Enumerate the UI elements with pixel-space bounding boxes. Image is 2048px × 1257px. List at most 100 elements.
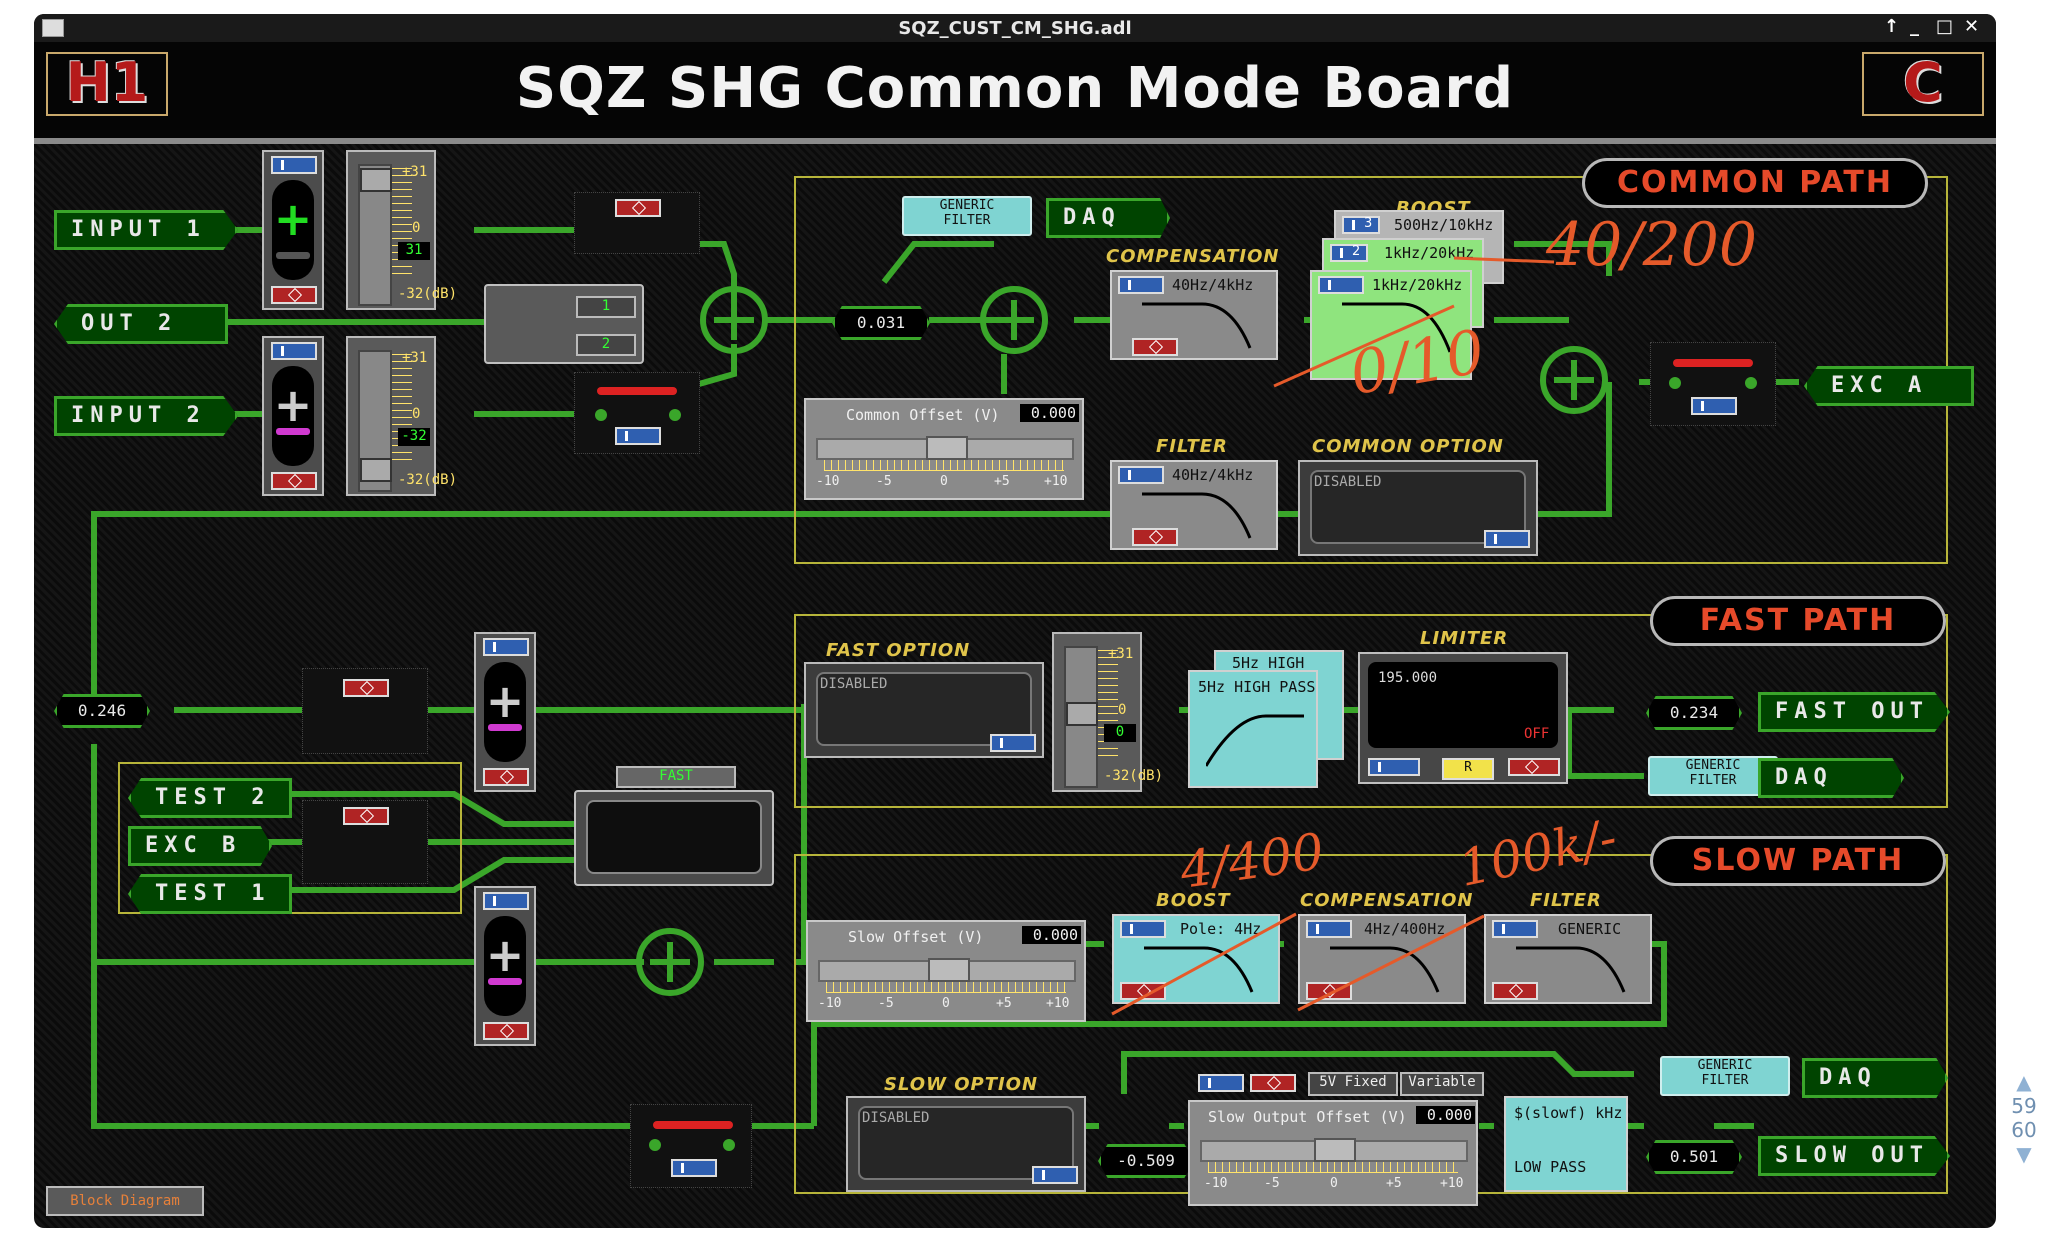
input2-minus-button[interactable] (271, 472, 317, 490)
fast-gain-slider[interactable]: +31 0 0 -32(dB) (1052, 632, 1163, 792)
input2-switch-button[interactable] (615, 427, 661, 445)
exc-a-toggle[interactable] (1691, 397, 1737, 415)
slow-output-toggle[interactable] (1198, 1074, 1244, 1092)
slow-lowpass-freq: $(slowf) kHz (1514, 1104, 1623, 1122)
slow-plus-button[interactable] (483, 892, 529, 910)
input2-switch (574, 372, 700, 454)
out2-port[interactable]: OUT 2 (54, 304, 228, 344)
fast-polarity-control[interactable]: + (474, 632, 536, 792)
input1-plus-button[interactable] (271, 156, 317, 174)
raise-button[interactable]: ↑ (1884, 16, 1900, 37)
minimize-button[interactable]: _ (1910, 16, 1919, 37)
test1-port[interactable]: TEST 1 (128, 874, 292, 914)
common-filter[interactable]: 40Hz/4kHz (1110, 460, 1278, 550)
slow-option-toggle[interactable] (1032, 1166, 1078, 1184)
fast-plus-button[interactable] (483, 638, 529, 656)
limiter-reset-button[interactable]: R (1442, 758, 1494, 780)
mux-input-1[interactable]: 1 (576, 296, 636, 318)
fast-daq-port[interactable]: DAQ (1758, 758, 1904, 798)
input1-switch-button[interactable] (615, 199, 661, 217)
corner-logo[interactable]: C (1862, 52, 1984, 116)
input2-gain-slider[interactable]: +31 0 -32 -32(dB) (346, 336, 457, 496)
block-diagram-button[interactable]: Block Diagram (46, 1186, 204, 1216)
input2-slider-knob[interactable] (360, 458, 392, 482)
fast-input-switch-button[interactable] (343, 679, 389, 697)
fast-option[interactable]: DISABLED (804, 662, 1044, 758)
slow-minus-button[interactable] (483, 1022, 529, 1040)
slow-filter-hold[interactable] (1492, 982, 1538, 1000)
input1-slider-knob[interactable] (360, 168, 392, 192)
compensation-toggle[interactable] (1118, 276, 1164, 294)
fixed-5v-button[interactable]: 5V Fixed (1308, 1072, 1398, 1096)
slow-offset-value[interactable]: 0.000 (1022, 926, 1081, 944)
fast-mux-label[interactable]: FAST (616, 766, 736, 788)
slow-filter-toggle[interactable] (1492, 920, 1538, 938)
input2-plus-button[interactable] (271, 342, 317, 360)
slow-comp-toggle[interactable] (1306, 920, 1352, 938)
exc-b-port[interactable]: EXC B (128, 826, 272, 866)
input1-gain-control[interactable]: + (262, 150, 324, 310)
slow-option[interactable]: DISABLED (846, 1096, 1086, 1192)
fast-slider-knob[interactable] (1066, 702, 1098, 726)
common-compensation-filter[interactable]: 40Hz/4kHz (1110, 270, 1278, 360)
slow-boost-hold[interactable] (1120, 982, 1166, 1000)
slow-generic-filter[interactable]: GENERIC FILTER (1660, 1056, 1790, 1096)
slow-boost-toggle[interactable] (1120, 920, 1166, 938)
slow-daq-port[interactable]: DAQ (1802, 1058, 1948, 1098)
fast-option-toggle[interactable] (990, 734, 1036, 752)
slow-lowpass[interactable]: $(slowf) kHz LOW PASS (1504, 1096, 1628, 1192)
common-option[interactable]: DISABLED (1298, 460, 1538, 556)
slow-output-hold[interactable] (1250, 1074, 1296, 1092)
slow-filter[interactable]: GENERIC (1484, 914, 1652, 1004)
input2-port[interactable]: INPUT 2 (54, 396, 238, 436)
variable-button[interactable]: Variable (1400, 1072, 1484, 1096)
slow-polarity-control[interactable]: + (474, 886, 536, 1046)
slow-out-port[interactable]: SLOW OUT (1758, 1136, 1950, 1176)
boost-2-value: 1kHz/20kHz (1384, 244, 1475, 262)
common-daq-port[interactable]: DAQ (1046, 198, 1170, 238)
common-generic-filter[interactable]: GENERIC FILTER (902, 196, 1032, 236)
fast-minus-button[interactable] (483, 768, 529, 786)
slow-comp-hold[interactable] (1306, 982, 1352, 1000)
slow-offset-slider[interactable]: Slow Offset (V) 0.000 -10-5 0+5+10 (806, 920, 1086, 1022)
scroll-up-icon[interactable]: ▲ (2016, 1070, 2032, 1094)
limiter-hold[interactable] (1508, 758, 1560, 776)
mux-input-2[interactable]: 2 (576, 334, 636, 356)
filter-hold[interactable] (1132, 528, 1178, 546)
slow-output-offset-slider[interactable]: Slow Output Offset (V) 0.000 -10-5 0+5+1… (1188, 1100, 1478, 1206)
common-option-toggle[interactable] (1484, 530, 1530, 548)
slow-node-value: -0.509 (1098, 1144, 1194, 1178)
slow-boost-filter[interactable]: Pole: 4Hz (1112, 914, 1280, 1004)
slow-compensation-filter[interactable]: 4Hz/400Hz (1298, 914, 1466, 1004)
slow-switch-toggle[interactable] (671, 1159, 717, 1177)
slow-output-offset-value[interactable]: 0.000 (1416, 1106, 1475, 1124)
maximize-button[interactable]: □ (1936, 16, 1954, 37)
input1-gain-slider[interactable]: +31 0 31 -32(dB) (346, 150, 457, 310)
boost-filter-1[interactable]: 1kHz/20kHz (1310, 270, 1472, 380)
common-option-state: DISABLED (1314, 474, 1382, 490)
input1-port[interactable]: INPUT 1 (54, 210, 238, 250)
fast-out-port[interactable]: FAST OUT (1758, 692, 1950, 732)
test-switch-button[interactable] (343, 807, 389, 825)
common-offset-slider[interactable]: Common Offset (V) 0.000 -10-5 0+5+10 (804, 398, 1084, 500)
input1-polarity-bar (276, 252, 310, 259)
filter-toggle[interactable] (1118, 466, 1164, 484)
test2-port[interactable]: TEST 2 (128, 778, 292, 818)
input2-gain-control[interactable]: + (262, 336, 324, 496)
fast-generic-filter[interactable]: GENERIC FILTER (1648, 756, 1778, 796)
close-button[interactable]: ✕ (1964, 16, 1980, 37)
boost-1-toggle[interactable] (1318, 276, 1364, 294)
fast-out-value: 0.234 (1646, 696, 1742, 730)
compensation-hold[interactable] (1132, 338, 1178, 356)
input1-minus-button[interactable] (271, 286, 317, 304)
scroll-down-icon[interactable]: ▼ (2016, 1142, 2032, 1166)
slow-offset-knob[interactable] (928, 958, 970, 982)
fast-hp-filter[interactable]: 5Hz HIGH PASS (1188, 670, 1318, 788)
exc-a-port[interactable]: EXC A (1804, 366, 1974, 406)
slow-output-offset-knob[interactable] (1314, 1138, 1356, 1162)
common-offset-knob[interactable] (926, 436, 968, 460)
limiter-toggle[interactable] (1368, 758, 1420, 776)
window-menu-icon[interactable] (42, 19, 64, 37)
common-offset-value[interactable]: 0.000 (1020, 404, 1079, 422)
scroll-page-top: 59 (2011, 1094, 2037, 1118)
